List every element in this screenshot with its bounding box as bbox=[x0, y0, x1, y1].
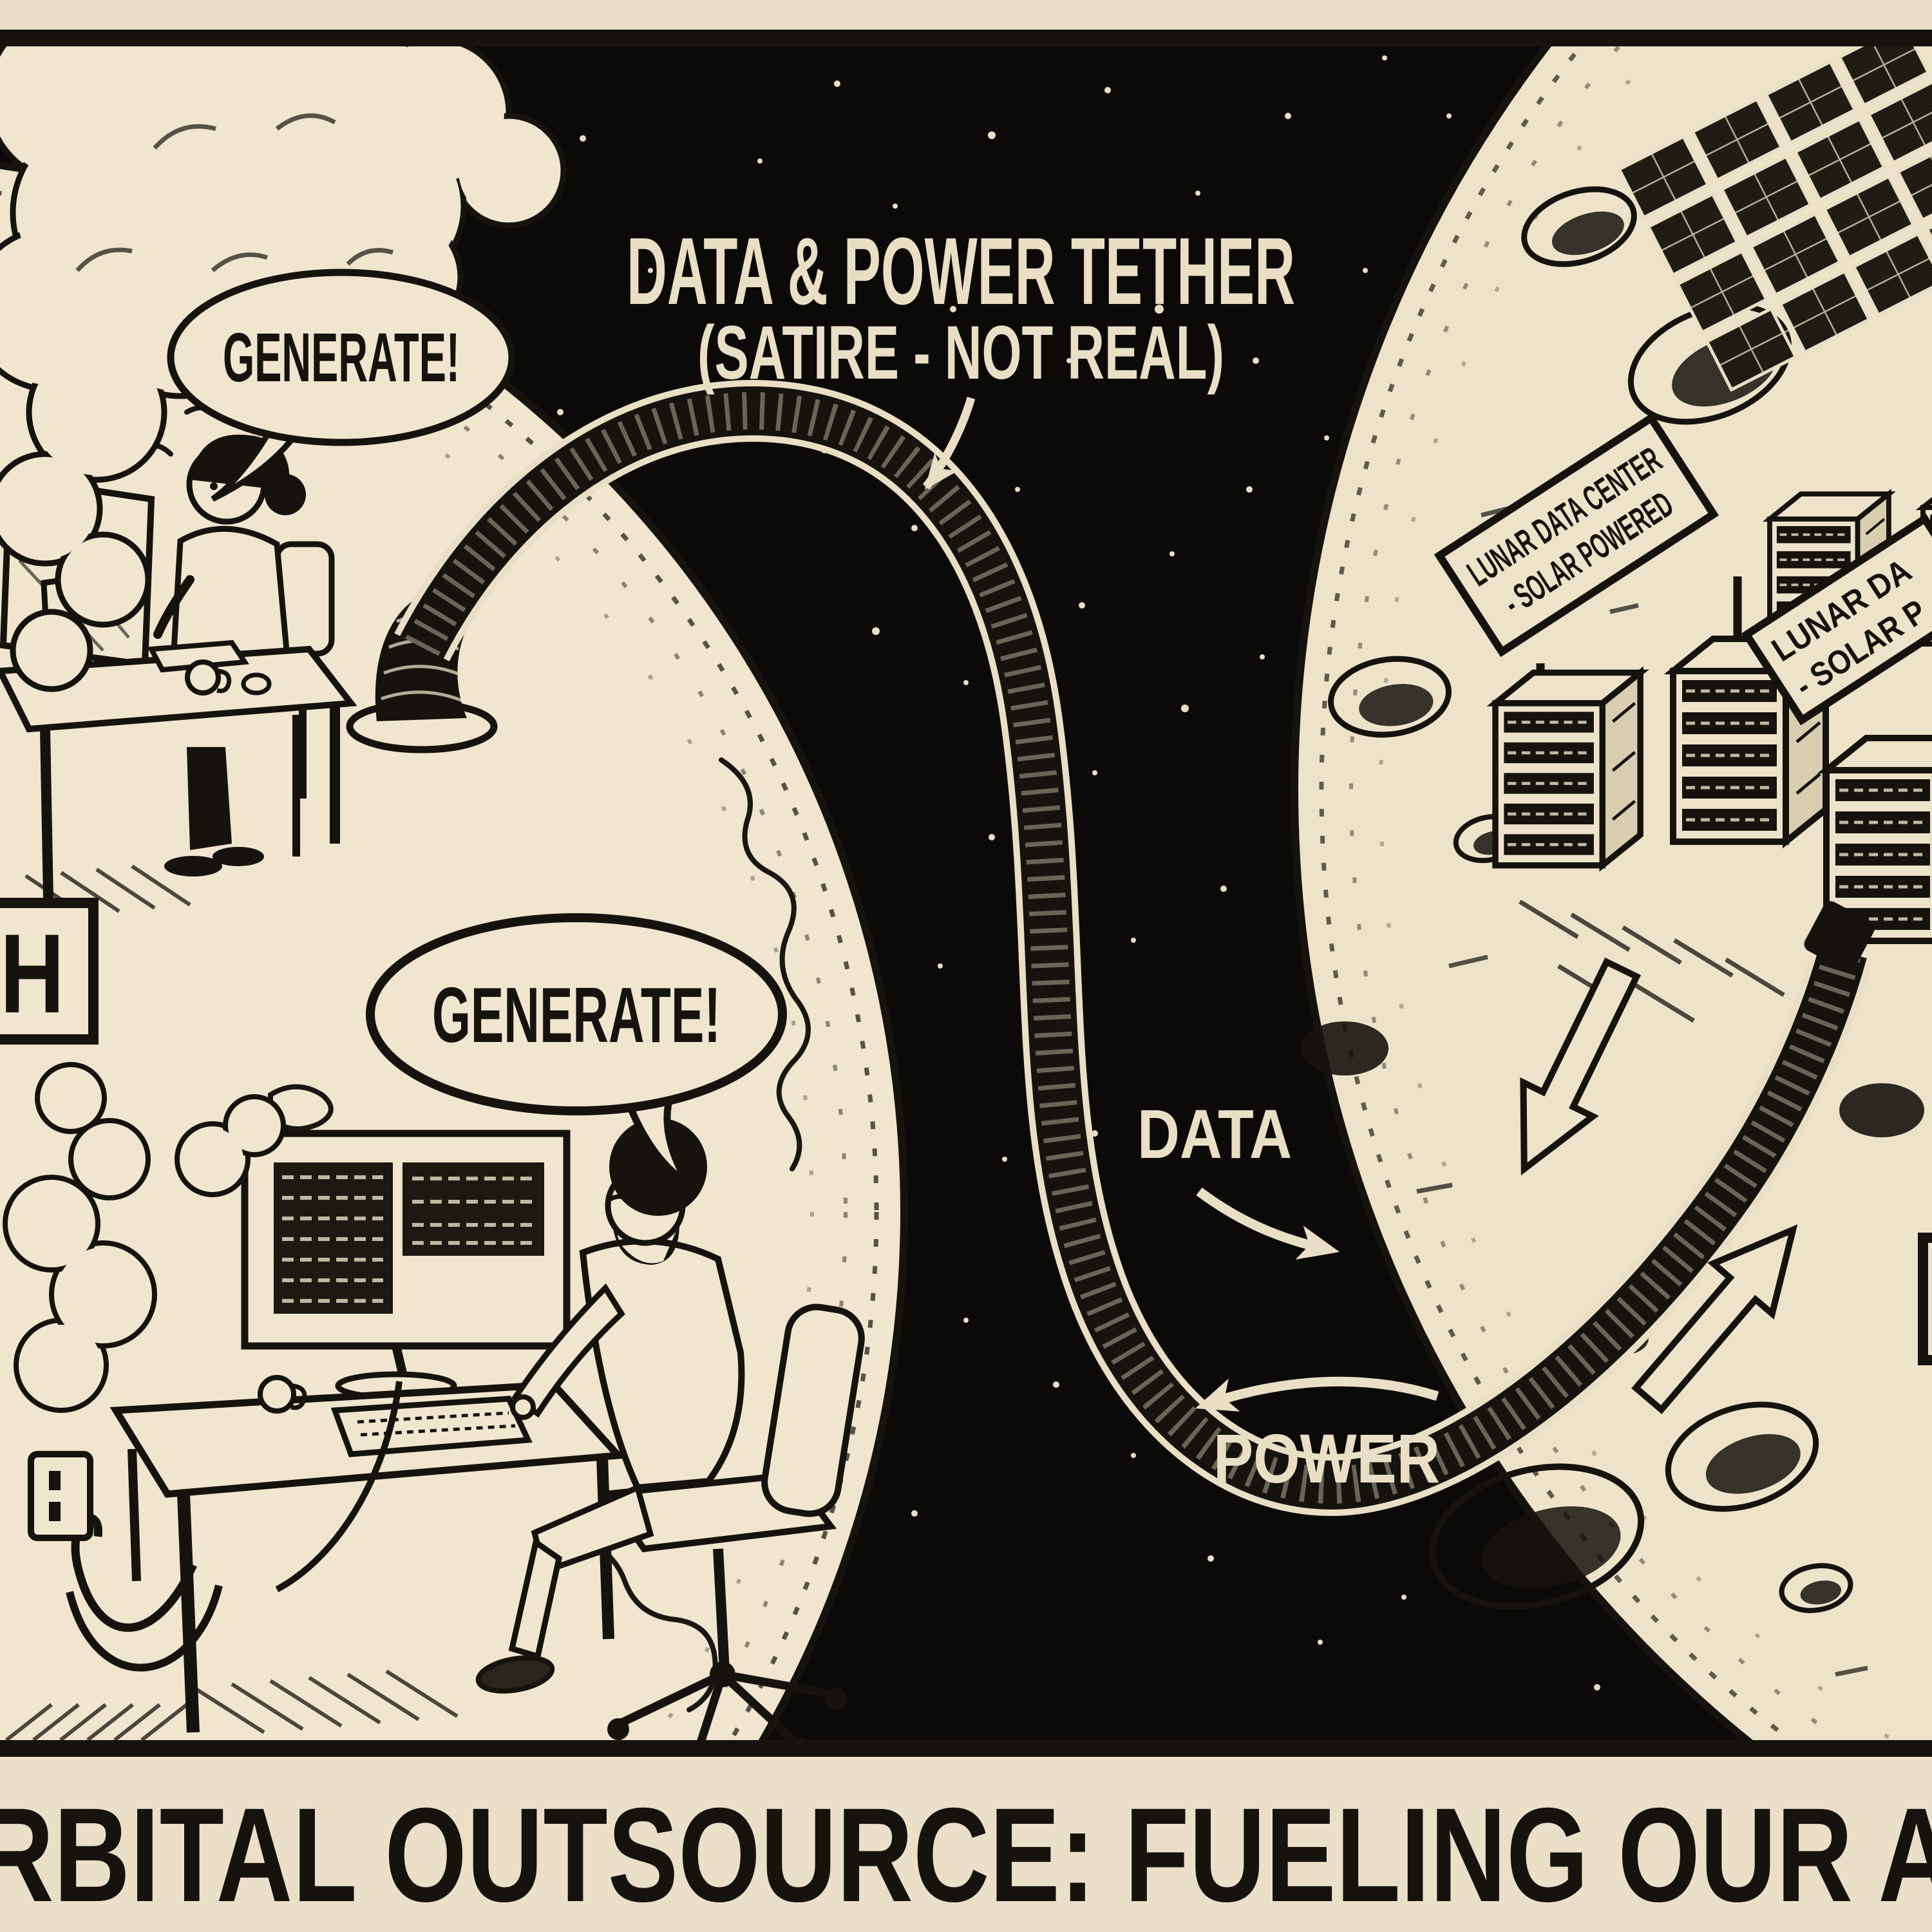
mouse bbox=[241, 672, 272, 696]
top-frame-rule bbox=[0, 30, 1932, 46]
tether-title-line1: DATA & POWER TETHER bbox=[627, 218, 1295, 325]
data-power-tether-cable bbox=[394, 379, 1875, 1516]
power-flow-label: POWER bbox=[1189, 1376, 1440, 1497]
caption-banner: RBITAL OUTSOURCE: FUELING OUR A bbox=[0, 1757, 1932, 1932]
data-label: DATA bbox=[1137, 1095, 1292, 1173]
tether-plug bbox=[1804, 901, 1875, 971]
man-at-computer bbox=[28, 1118, 865, 1740]
moon-craters bbox=[1301, 186, 1924, 1677]
speech-bubble-woman: GENERATE! bbox=[167, 269, 516, 502]
wall-outlet bbox=[28, 1451, 93, 1541]
keyboard bbox=[330, 1396, 533, 1457]
power-cable bbox=[66, 1584, 223, 1672]
keyboard bbox=[147, 639, 250, 673]
earth-label: H bbox=[0, 898, 99, 1045]
banner-title: RBITAL OUTSOURCE: FUELING OUR A bbox=[0, 1781, 1932, 1930]
speech-bubble-man: GENERATE! bbox=[366, 913, 787, 1187]
earth-ground-hatching bbox=[5, 864, 459, 1740]
office-chair-back bbox=[761, 1303, 865, 1517]
moon-label-box bbox=[1918, 1233, 1932, 1365]
banner-background bbox=[0, 1757, 1932, 1932]
data-flow-label: DATA bbox=[1137, 1095, 1344, 1269]
server-rack bbox=[1495, 673, 1640, 866]
bottom-frame-rule bbox=[0, 1740, 1932, 1757]
shoe bbox=[475, 1655, 555, 1694]
power-cable bbox=[275, 1381, 402, 1593]
hair-bun bbox=[265, 474, 306, 515]
smoke-clouds bbox=[0, 45, 567, 692]
outlet-smoke bbox=[3, 1062, 286, 1413]
speech-bubble-text: GENERATE! bbox=[432, 971, 721, 1059]
speech-bubble-text: GENERATE! bbox=[223, 318, 460, 396]
earth-label-letter: H bbox=[0, 911, 64, 1037]
solar-panel-array bbox=[1616, 45, 1932, 392]
power-label: POWER bbox=[1213, 1419, 1440, 1497]
coffee-mug bbox=[258, 1375, 296, 1414]
tether-title: DATA & POWER TETHER (SATIRE - NOT REAL) bbox=[627, 218, 1295, 499]
power-arrow bbox=[1204, 1376, 1439, 1410]
coffee-mug bbox=[185, 659, 221, 696]
hair bbox=[609, 1118, 707, 1216]
tether-title-line2: (SATIRE - NOT REAL) bbox=[697, 310, 1224, 395]
